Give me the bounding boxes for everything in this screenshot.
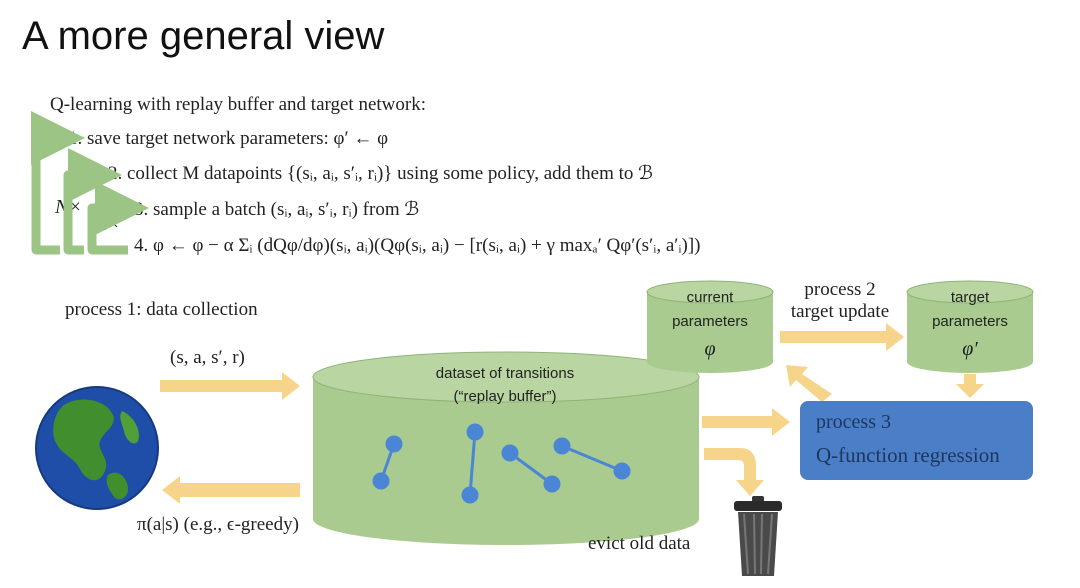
current-parameters-cylinder xyxy=(646,280,774,373)
slide-title: A more general view xyxy=(22,14,385,58)
arrow-evict xyxy=(704,448,764,496)
step-3: 3. sample a batch (sᵢ, aᵢ, s′ᵢ, rᵢ) from… xyxy=(134,199,420,220)
step-1: 1. save target network parameters: φ′ ← … xyxy=(68,128,389,149)
arrow-to-regression xyxy=(702,408,790,436)
policy-label: π(a|s) (e.g., ϵ-greedy) xyxy=(137,514,299,535)
dataset-label-1: dataset of transitions xyxy=(435,365,575,382)
trash-can-icon xyxy=(734,496,782,576)
process-2-sublabel: target update xyxy=(790,301,890,322)
intro-text: Q-learning with replay buffer and target… xyxy=(50,94,427,115)
target-symbol: φ′ xyxy=(962,338,978,360)
process-2-label: process 2 xyxy=(804,279,876,300)
replay-buffer-cylinder xyxy=(312,351,700,545)
arrow-collect xyxy=(160,372,300,400)
arrow-update-current xyxy=(786,365,832,402)
target-label-1: target xyxy=(950,289,990,306)
process-1-label: process 1: data collection xyxy=(65,299,258,320)
target-parameters-cylinder xyxy=(906,280,1034,373)
dataset-label-2: (“replay buffer”) xyxy=(453,388,557,405)
evict-label: evict old data xyxy=(588,533,691,554)
current-label-1: current xyxy=(686,289,734,306)
earth-globe-icon xyxy=(35,386,159,510)
process-3-sublabel: Q-function regression xyxy=(816,443,1000,467)
transition-label: (s, a, s′, r) xyxy=(170,347,245,368)
arrow-target-update xyxy=(780,323,904,351)
step-2: 2. collect M datapoints {(sᵢ, aᵢ, s′ᵢ, r… xyxy=(108,163,654,184)
arrow-target-to-regression xyxy=(956,374,984,398)
process-3-label: process 3 xyxy=(816,411,891,433)
current-label-2: parameters xyxy=(672,313,748,330)
process-3-box: process 3 Q-function regression xyxy=(800,401,1033,480)
arrow-policy xyxy=(162,476,300,504)
target-label-2: parameters xyxy=(932,313,1008,330)
current-symbol: φ xyxy=(704,338,716,360)
step-4: 4. φ ← φ − α Σᵢ (dQφ/dφ)(sᵢ, aᵢ)(Qφ(sᵢ, … xyxy=(134,235,701,256)
